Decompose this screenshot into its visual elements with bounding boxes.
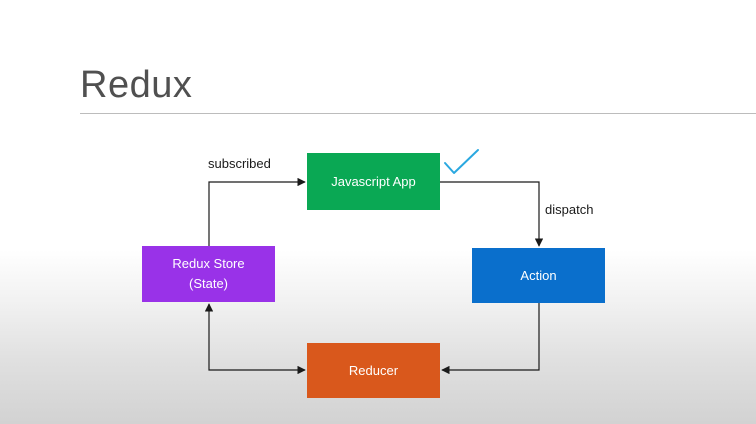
edge-dispatch: [440, 181, 544, 247]
edge-action-reducer: [441, 303, 540, 375]
label-subscribed: subscribed: [208, 156, 271, 171]
checkmark-icon: [444, 149, 479, 174]
edge-subscribed: [208, 177, 306, 246]
node-redux-store: Redux Store (State): [142, 246, 275, 302]
node-action-label: Action: [520, 267, 557, 283]
edge-reducer-store: [204, 303, 306, 375]
node-action: Action: [472, 248, 605, 303]
slide-title: Redux: [80, 64, 193, 106]
node-reducer-label: Reducer: [348, 362, 399, 378]
node-javascript-app: Javascript App: [307, 153, 440, 210]
node-javascript-app-label: Javascript App: [331, 173, 416, 189]
node-redux-store-label: Redux Store (State): [172, 256, 245, 291]
title-underline: [80, 113, 756, 114]
label-dispatch: dispatch: [545, 202, 594, 217]
node-reducer: Reducer: [307, 343, 440, 398]
